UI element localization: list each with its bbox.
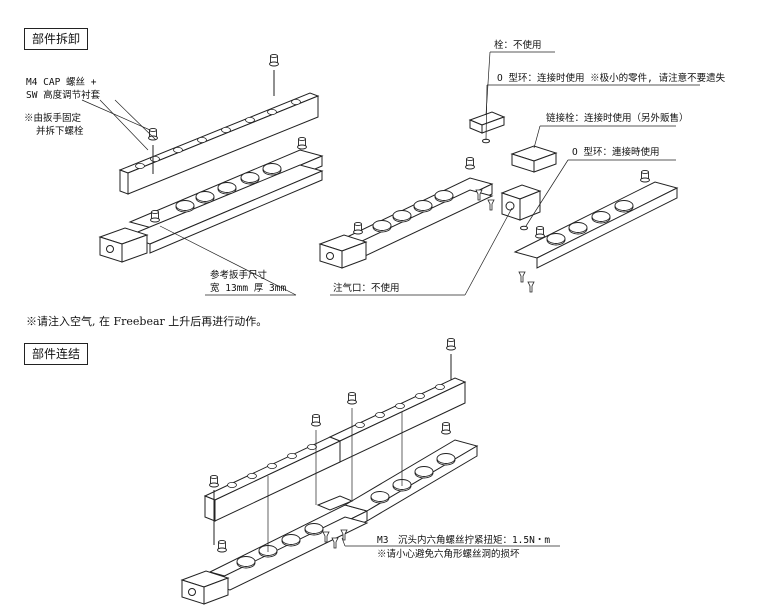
label-wrench-note-2: 并拆下螺栓: [36, 126, 84, 137]
label-wrench-size-1: 参考扳手尺寸: [210, 270, 268, 281]
notice-air-injection: ※请注入空气, 在 Freebear 上升后再进行动作。: [26, 315, 268, 328]
label-m3-note: ※请小心避免六角形螺丝洞的损坏: [377, 549, 520, 560]
label-height-bushing: SW 高度调节衬套: [26, 90, 101, 101]
label-wrench-note-1: ※由扳手固定: [24, 113, 82, 124]
label-plug-unused: 栓：不使用: [494, 40, 542, 51]
section-title-connection: 部件连结: [24, 343, 89, 365]
label-m3-screw: M3 沉头内六角螺丝拧紧扭矩：1.5N・m: [377, 535, 551, 546]
label-m4-cap: M4 CAP 螺丝 +: [26, 77, 97, 88]
label-oring-1: O 型环：连接时使用 ※极小的零件, 请注意不要遗失: [497, 73, 726, 84]
label-connect-plug: 链接栓：连接时使用（另外贩售）: [546, 113, 689, 124]
section-title-disassembly: 部件拆卸: [24, 28, 89, 50]
label-air-inlet: 注气口：不使用: [333, 283, 400, 294]
label-wrench-size-2: 宽 13mm 厚 3mm: [210, 283, 287, 294]
label-oring-2: O 型环：連接時使用: [572, 147, 660, 158]
